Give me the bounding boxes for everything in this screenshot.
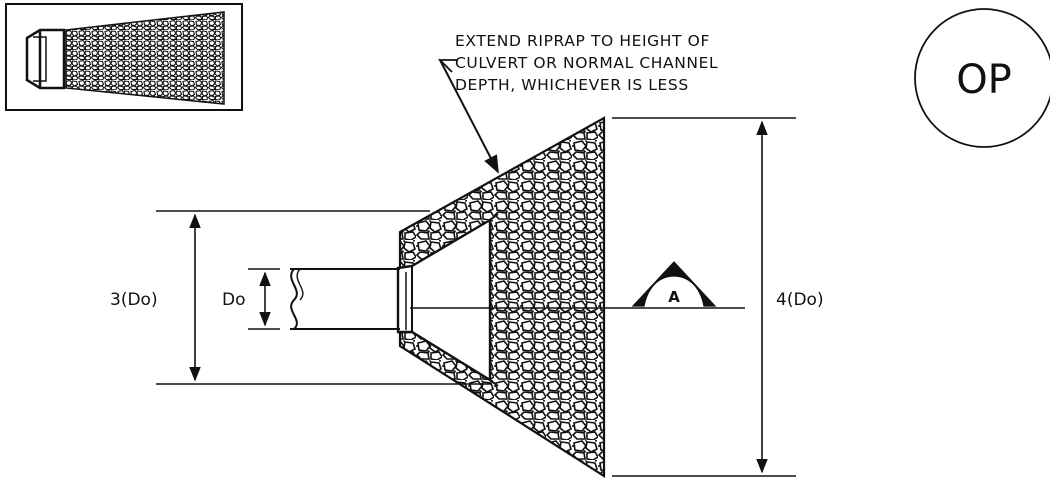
op-badge: OP bbox=[914, 8, 1050, 148]
inset-riprap-apron bbox=[65, 11, 225, 105]
note-line-2: CULVERT OR NORMAL CHANNEL bbox=[455, 54, 718, 72]
section-mark-label: A bbox=[668, 288, 680, 306]
culvert-pipe bbox=[290, 268, 400, 330]
badge-circle bbox=[914, 8, 1050, 148]
dim-do: Do bbox=[222, 268, 280, 330]
note-line-3: DEPTH, WHICHEVER IS LESS bbox=[455, 76, 689, 94]
badge-text: OP bbox=[956, 57, 1012, 103]
inset-thumbnail bbox=[5, 3, 243, 111]
dim-3do: 3(Do) bbox=[110, 210, 492, 385]
section-mark-a: A bbox=[631, 261, 717, 307]
dim-label-do: Do bbox=[222, 290, 246, 310]
dim-label-3do: 3(Do) bbox=[110, 290, 158, 310]
riprap-note: EXTEND RIPRAP TO HEIGHT OF CULVERT OR NO… bbox=[437, 32, 718, 174]
section-mark-arc bbox=[631, 261, 717, 307]
dim-4do: 4(Do) bbox=[612, 117, 824, 477]
leader-arrow bbox=[439, 59, 499, 174]
dim-label-4do: 4(Do) bbox=[776, 290, 824, 310]
pipe-break-line bbox=[290, 268, 298, 330]
note-line-1: EXTEND RIPRAP TO HEIGHT OF bbox=[455, 32, 710, 50]
riprap-apron bbox=[396, 116, 606, 479]
